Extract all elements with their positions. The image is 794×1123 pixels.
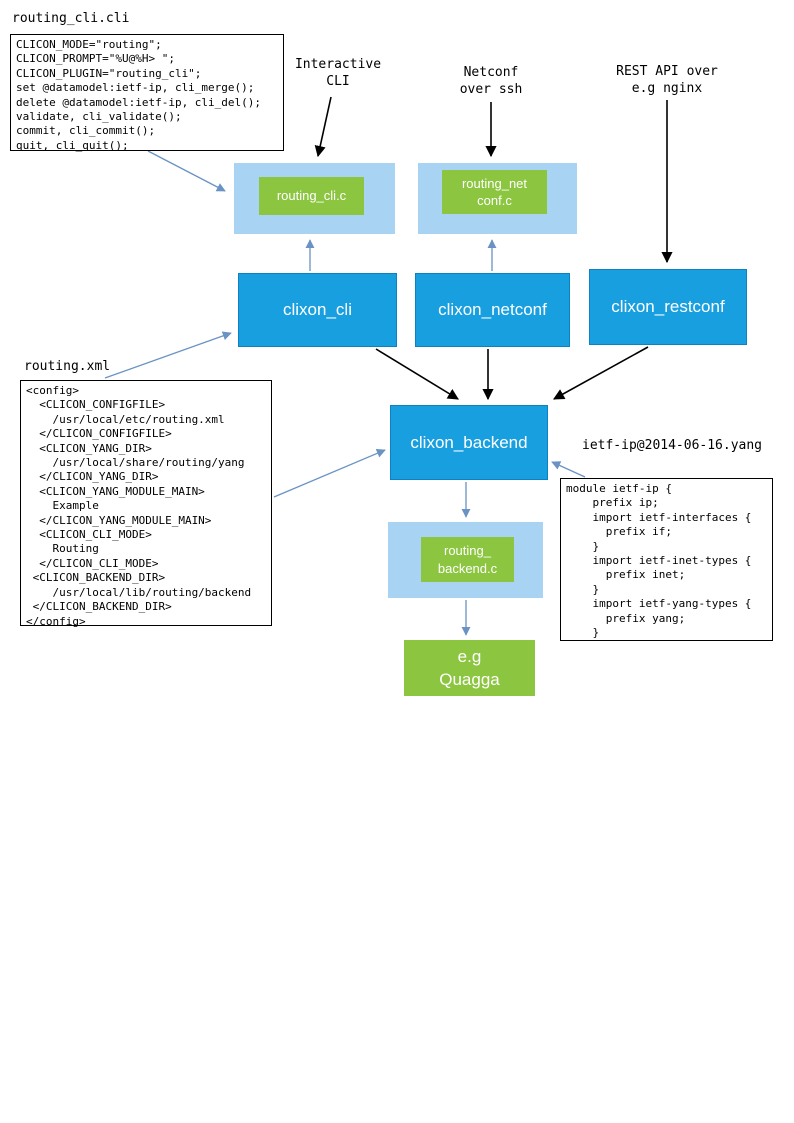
node-clixon-restconf: clixon_restconf <box>589 269 747 345</box>
routing-xml-file-title: routing.xml <box>24 359 111 374</box>
plugin-routing-netconf-c: routing_net conf.c <box>442 170 547 214</box>
routing-cli-file-title: routing_cli.cli <box>12 11 130 26</box>
netconf-over-ssh-label: Netconf over ssh <box>459 65 523 97</box>
node-quagga: e.g Quagga <box>404 640 535 696</box>
routing-xml-code-box: <config> <CLICON_CONFIGFILE> /usr/local/… <box>20 380 272 628</box>
yang-file-title: ietf-ip@2014-06-16.yang <box>582 438 763 453</box>
node-clixon-backend: clixon_backend <box>390 405 548 480</box>
yang-code-box: module ietf-ip { prefix ip; import ietf-… <box>560 478 773 641</box>
node-clixon-cli: clixon_cli <box>238 273 397 347</box>
routing-cli-code-box: CLICON_MODE="routing"; CLICON_PROMPT="%U… <box>10 34 284 152</box>
black-flow-arrows <box>314 96 673 401</box>
rest-api-label: REST API over e.g nginx <box>616 64 718 96</box>
plugin-routing-backend-c: routing_ backend.c <box>421 537 514 582</box>
plugin-routing-cli-c: routing_cli.c <box>259 177 364 215</box>
plugin-box-routing-netconf: routing_net conf.c <box>418 163 577 234</box>
plugin-box-routing-cli: routing_cli.c <box>234 163 395 234</box>
node-clixon-netconf: clixon_netconf <box>415 273 570 347</box>
plugin-box-routing-backend: routing_ backend.c <box>388 522 543 598</box>
interactive-cli-label: Interactive CLI <box>294 57 382 89</box>
